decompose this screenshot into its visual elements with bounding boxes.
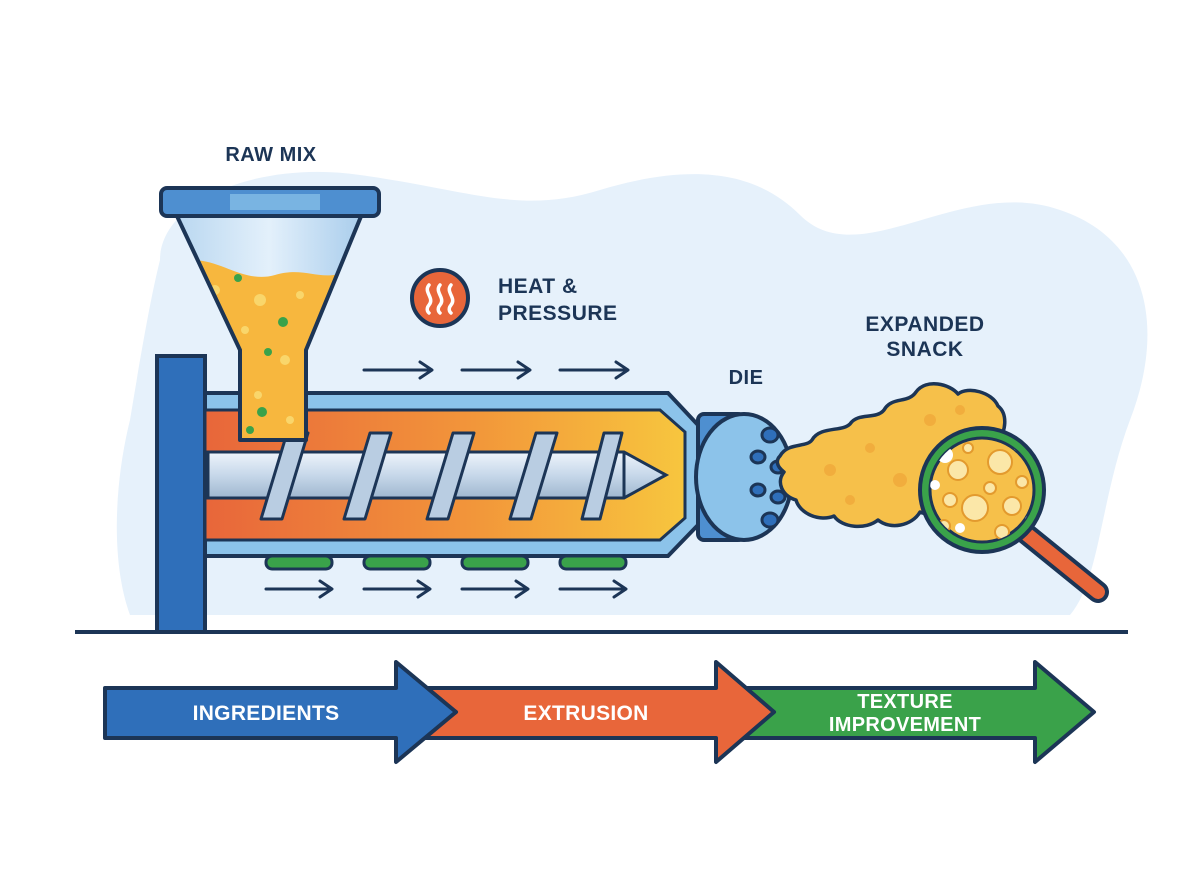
raw-mix-fill (180, 260, 345, 440)
pressure-arrows-top (362, 360, 630, 380)
flow-ingredients-label: INGREDIENTS (193, 702, 340, 725)
arrow-icon (460, 579, 530, 599)
heat-icon (410, 268, 470, 328)
die-plate (694, 412, 794, 542)
support-post (155, 354, 207, 634)
arrow-icon (362, 360, 434, 380)
flow-texture-label-line1: TEXTURE (857, 691, 952, 713)
hopper (159, 186, 381, 442)
magnifier-icon (918, 426, 1109, 603)
expanded-snack-label-line2: SNACK (886, 338, 963, 361)
process-flow: INGREDIENTS EXTRUSION TEXTURE IMPROVEMEN… (103, 660, 1096, 764)
heater-pads (264, 554, 628, 571)
screw-shaft (206, 450, 670, 500)
raw-mix-label: RAW MIX (225, 144, 316, 166)
arrow-icon (460, 360, 532, 380)
die-label: DIE (729, 367, 764, 389)
arrow-icon (558, 579, 628, 599)
heat-pressure-label-line1: HEAT & (498, 275, 578, 298)
pressure-arrows-bottom (264, 579, 628, 599)
arrow-icon (264, 579, 334, 599)
heat-pressure-label-line2: PRESSURE (498, 302, 618, 325)
expanded-snack-label-line1: EXPANDED (865, 313, 984, 336)
flow-extrusion-label: EXTRUSION (523, 702, 648, 725)
flow-step-ingredients (103, 660, 458, 764)
arrow-icon (558, 360, 630, 380)
arrow-icon (362, 579, 432, 599)
screw-flights (259, 431, 624, 521)
flow-texture-label-line2: IMPROVEMENT (829, 714, 981, 736)
